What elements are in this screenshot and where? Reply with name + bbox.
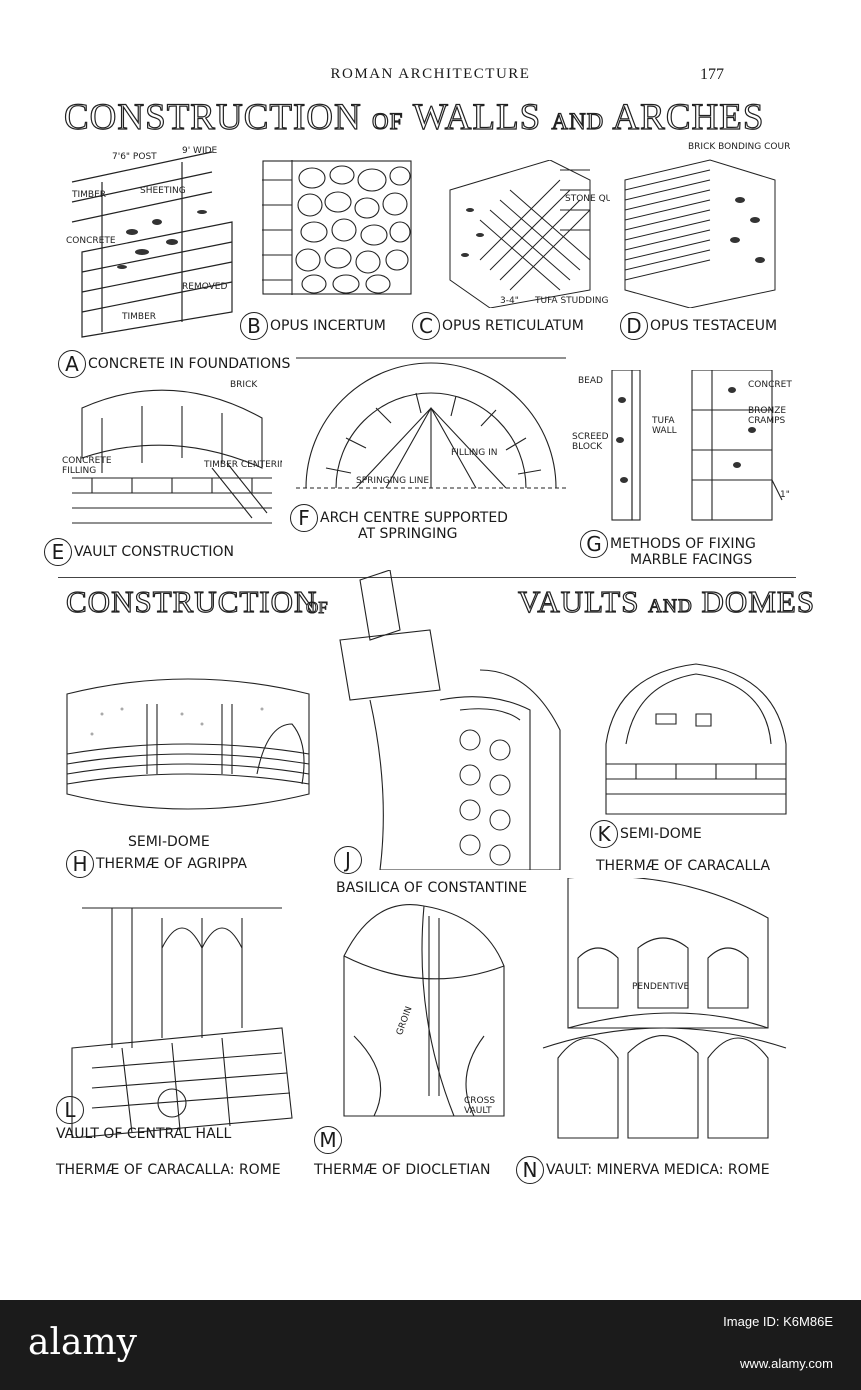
figure-b-opus-incertum xyxy=(262,160,412,295)
caption-k-line2: THERMÆ OF CARACALLA xyxy=(596,858,771,874)
label-timber-centering: TIMBER CENTERING xyxy=(204,460,282,470)
figure-d-opus-testaceum: BRICK BONDING COURSE xyxy=(620,140,790,308)
label-sheeting: SHEETING xyxy=(140,186,186,196)
label-bead: BEAD xyxy=(578,376,603,386)
label-springing-line: SPRINGING LINE xyxy=(356,476,430,486)
caption-g-line2: MARBLE FACINGS xyxy=(630,552,753,568)
label-post: 7'6" POST xyxy=(112,152,157,162)
image-id: Image ID: K6M86E xyxy=(723,1314,833,1329)
figure-g-marble-facings: BEAD TUFA WALL SCREED BLOCK CONCRETE BRO… xyxy=(572,370,792,528)
label-stone-quoins: STONE QUOINS xyxy=(565,194,610,204)
label-wide: 9' WIDE xyxy=(182,146,218,156)
label-brick: BRICK xyxy=(230,380,258,390)
caption-h-line1: SEMI-DOME xyxy=(128,834,210,850)
label-concrete: CONCRETE xyxy=(66,236,116,246)
figure-e-vault-construction: BRICK CONCRETE FILLING TIMBER CENTERING xyxy=(62,378,282,526)
figure-k-semi-dome-caracalla xyxy=(596,654,792,818)
label-removed: REMOVED xyxy=(182,282,228,292)
section-title-walls-arches: CONSTRUCTION OF WALLS AND ARCHES xyxy=(63,96,765,138)
figure-h-semi-dome-agrippa xyxy=(62,664,314,834)
caption-f-line2: AT SPRINGING xyxy=(358,526,458,542)
label-dim: 3-4" xyxy=(500,296,519,306)
label-concrete: CONCRETE xyxy=(748,380,792,390)
label-brick-course: BRICK BONDING COURSE xyxy=(688,142,790,152)
watermark-bar: alamy Image ID: K6M86E www.alamy.com xyxy=(0,1300,861,1390)
label-concrete-filling: CONCRETE FILLING xyxy=(62,456,112,476)
caption-l-line2: THERMÆ OF CARACALLA: ROME xyxy=(56,1162,281,1178)
running-title: ROMAN ARCHITECTURE xyxy=(330,66,531,82)
label-timber: TIMBER xyxy=(72,190,107,200)
label-screed-block: SCREED BLOCK xyxy=(572,432,609,452)
figure-j-basilica-constantine xyxy=(330,570,570,870)
label-bronze-cramps: BRONZE CRAMPS xyxy=(748,406,787,426)
figure-l-central-hall xyxy=(62,888,294,1138)
label-cross-vault: CROSS VAULT xyxy=(464,1096,496,1116)
label-tufa-studding: TUFA STUDDING xyxy=(535,296,609,306)
section-title-of: OF xyxy=(306,598,329,618)
brand-logo: alamy xyxy=(28,1322,137,1363)
section-title-vaults-domes: VAULTS AND DOMES xyxy=(517,583,816,619)
site-url: www.alamy.com xyxy=(740,1356,833,1371)
figure-m-diocletian: GROIN CROSS VAULT xyxy=(334,896,514,1132)
figure-c-opus-reticulatum: STONE QUOINS 3-4" TUFA STUDDING xyxy=(440,160,610,308)
label-tufa-wall: TUFA WALL xyxy=(652,416,677,436)
label-timber-2: TIMBER xyxy=(122,312,157,322)
page-number: 177 xyxy=(700,66,724,83)
section-title-vaults: CONSTRUCTION xyxy=(65,583,318,619)
figure-n-minerva-medica: PENDENTIVE xyxy=(538,878,790,1150)
book-page: ROMAN ARCHITECTURE 177 CONSTRUCTION OF W… xyxy=(44,66,816,1184)
figure-f-arch-centre: FILLING IN SPRINGING LINE xyxy=(296,348,566,498)
label-pendentive: PENDENTIVE xyxy=(632,982,690,992)
section-divider xyxy=(58,577,796,578)
label-dim-g: 1" xyxy=(780,490,790,500)
figure-a-illustration: 7'6" POST 9' WIDE TIMBER SHEETING CONCRE… xyxy=(62,142,242,342)
label-filling-in: FILLING IN xyxy=(451,448,498,458)
